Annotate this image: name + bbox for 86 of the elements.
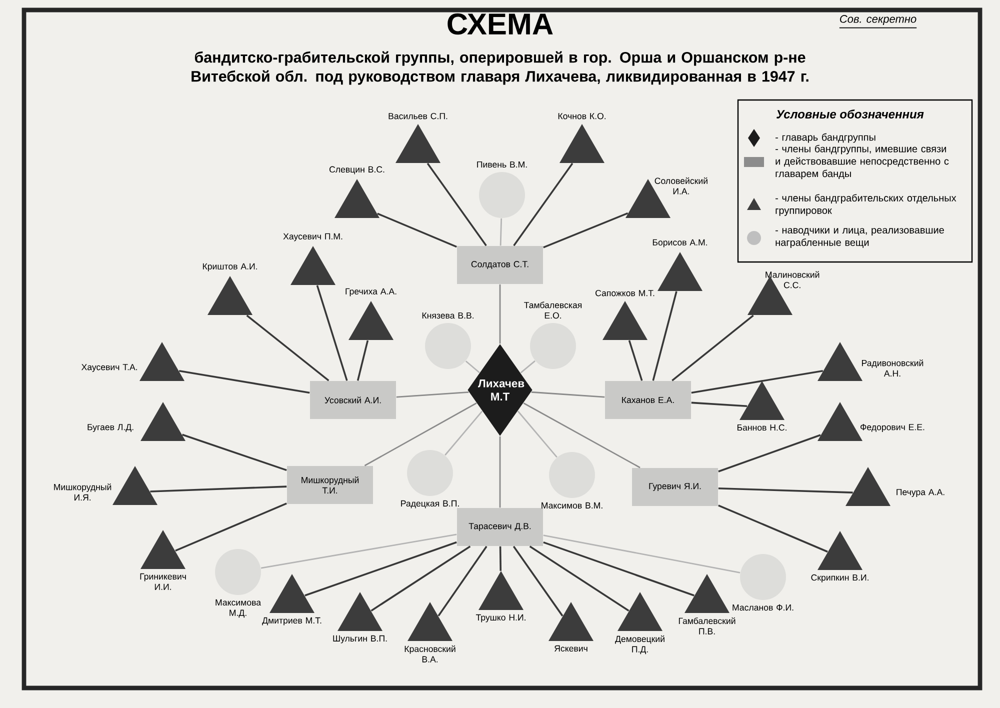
name-label: Криштов А.И.	[202, 263, 257, 272]
connector-line	[356, 340, 369, 381]
title: СХЕМА	[448, 13, 553, 35]
name-label: Радецкая В.П.	[401, 500, 459, 508]
name-label: Васильев С.П.	[388, 112, 448, 120]
connector-line	[150, 486, 287, 492]
connector-line	[499, 546, 502, 571]
connector-line	[513, 162, 574, 246]
connector-line	[529, 546, 630, 612]
name-label: Пивень В.М.	[477, 161, 527, 168]
connector-line	[531, 391, 605, 398]
name-label: Слевцин В.С.	[329, 166, 384, 174]
connector-line	[500, 218, 502, 246]
connector-line	[499, 436, 501, 508]
name-label: Трушко Н.И.	[476, 614, 526, 622]
name-label: Князева В.В.	[422, 312, 474, 319]
name-label: Скрипкин В.И.	[811, 574, 868, 582]
name-label: Соловейский И.А.	[654, 177, 708, 194]
connector-line	[543, 534, 740, 574]
connector-line	[691, 402, 748, 407]
connector-line	[718, 504, 828, 553]
connector-line	[260, 534, 457, 569]
legend-text: - члены бандгруппы, имевшие связи и действовавшие непосредственно с главарем банды	[776, 144, 949, 180]
member-box: Гуревич Я.И.	[632, 468, 718, 506]
name-label: Максимова М.Д.	[216, 599, 262, 618]
name-label: Яскевич	[554, 645, 588, 652]
name-label: Сапожков М.Т.	[596, 290, 654, 296]
name-label: Максимов В.М.	[542, 502, 602, 509]
connector-line	[377, 212, 457, 248]
member-box: Каханов Е.А.	[605, 381, 691, 419]
connector-line	[628, 340, 643, 381]
connector-line	[517, 410, 558, 458]
name-label: Бугаев Л.Д.	[88, 424, 134, 432]
connector-line	[182, 434, 287, 472]
connector-line	[652, 291, 678, 381]
connector-line	[316, 285, 348, 381]
member-box: Тарасевич Д.В.	[457, 508, 543, 546]
member-box: Мишкорудный Т.И.	[287, 466, 373, 504]
legend-text: - члены бандграбительских отдельных группировок	[776, 194, 956, 216]
legend-text: - наводчики и лица, реализовавшие награбленные вещи	[776, 228, 944, 248]
connector-line	[520, 360, 536, 374]
name-label: Тамбалевская Е.О.	[524, 302, 582, 319]
name-label: Кочнов К.О.	[558, 112, 606, 120]
connector-line	[672, 314, 754, 382]
name-label: Масланов Ф.И.	[732, 604, 794, 611]
name-label: Дмитриев М.Т.	[262, 617, 322, 626]
name-label: Гамбалевский П.В.	[678, 617, 736, 634]
connector-line	[370, 546, 471, 612]
name-label: Федорович Е.Е.	[860, 424, 924, 432]
connector-line	[438, 546, 488, 616]
connector-line	[426, 162, 487, 246]
connector-line	[512, 546, 564, 616]
connector-line	[499, 284, 501, 344]
connector-line	[444, 410, 483, 456]
member-box: Усовский А.И.	[310, 381, 396, 419]
name-label: Баннов Н.С.	[737, 424, 786, 431]
connector-line	[175, 502, 287, 552]
name-label: Гречиха А.А.	[346, 288, 396, 296]
connector-line	[523, 402, 640, 468]
connector-line	[465, 360, 480, 374]
name-label: Мишкорудный И.Я.	[54, 484, 112, 500]
legend-heading: Условные обозначенния	[776, 110, 924, 118]
connector-line	[364, 402, 477, 466]
connector-line	[396, 391, 469, 398]
connector-line	[543, 212, 628, 248]
name-label: Малиновский С.С.	[766, 271, 820, 288]
connector-line	[718, 434, 821, 472]
name-label: Шульгин В.П.	[333, 635, 387, 644]
connector-line	[691, 370, 824, 394]
name-label: Радивоновский А.Н.	[862, 360, 924, 376]
connector-line	[718, 487, 853, 494]
name-label: Хаусевич Т.А.	[81, 364, 137, 372]
name-label: Хаусевич П.М.	[283, 233, 342, 242]
name-label: Демовецкий П.Д.	[615, 635, 664, 654]
name-label: Гриникевич И.И.	[140, 573, 186, 590]
connector-line	[178, 370, 310, 394]
name-label: Печура А.А.	[896, 489, 944, 497]
connector-line	[304, 541, 457, 596]
connector-line	[543, 541, 694, 596]
name-label: Борисов А.М.	[652, 239, 707, 248]
classification-note: Сов. секретно	[839, 15, 917, 28]
member-box: Солдатов С.Т.	[457, 246, 543, 284]
legend-text: - главарь бандгруппы	[776, 133, 876, 143]
subtitle: бандитско-грабительской группы, оперировшей в гор. Орша и Оршанском р-не Витебской обл. под руководством главаря Лихачева, ликвидированная в 1947 г.	[192, 51, 808, 85]
connector-line	[246, 314, 330, 382]
name-label: Красновский В.А.	[404, 645, 456, 662]
